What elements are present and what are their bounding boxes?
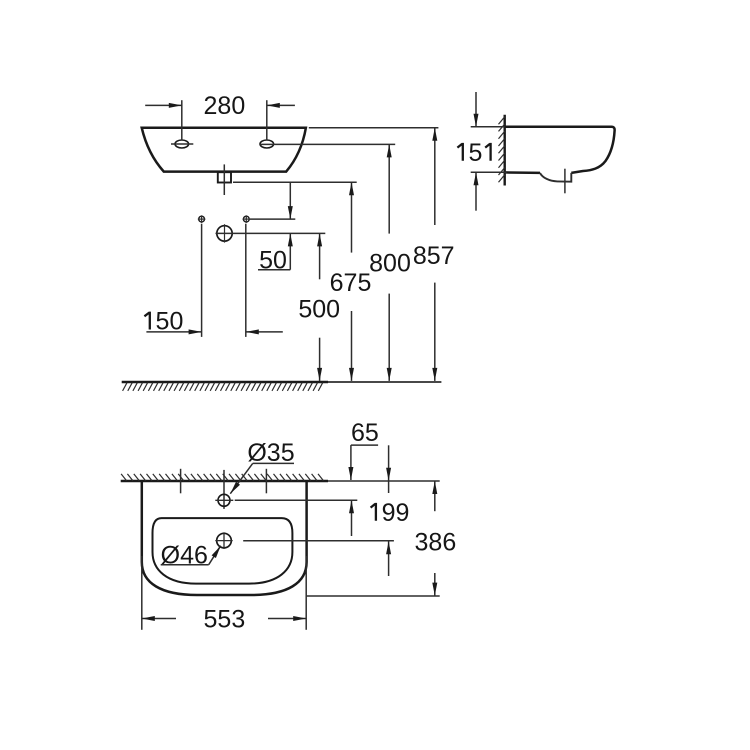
svg-text:280: 280 [204, 92, 246, 120]
svg-text:0: 0 [169, 308, 183, 336]
svg-text:Ø46: Ø46 [161, 542, 208, 570]
svg-text:500: 500 [298, 296, 340, 324]
svg-text:857: 857 [413, 242, 455, 270]
svg-text:675: 675 [330, 269, 372, 297]
svg-text:50: 50 [259, 247, 287, 275]
svg-text:386: 386 [415, 529, 457, 557]
svg-text:553: 553 [204, 606, 246, 634]
svg-text:9: 9 [396, 499, 410, 527]
svg-text:800: 800 [369, 249, 411, 277]
svg-text:9: 9 [382, 499, 396, 527]
svg-text:5: 5 [469, 139, 483, 167]
svg-text:5: 5 [156, 308, 170, 336]
svg-text:65: 65 [351, 419, 379, 447]
svg-text:Ø35: Ø35 [247, 439, 294, 467]
